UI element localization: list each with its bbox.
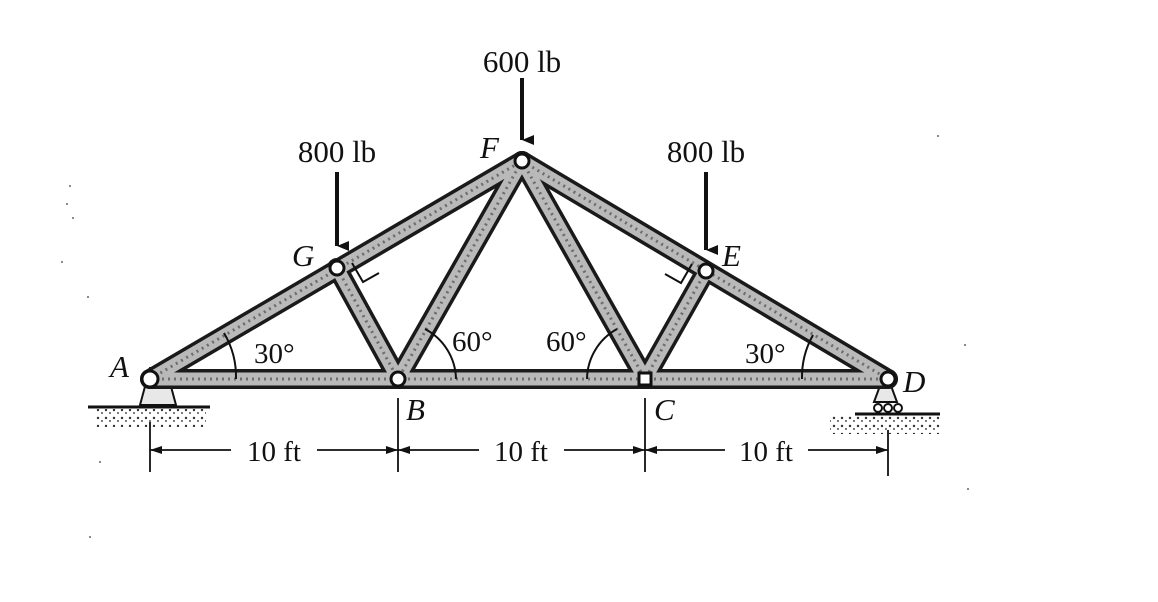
angle-arc-c (586, 328, 618, 380)
node-label-e: E (721, 238, 741, 273)
node-label-d: D (902, 364, 925, 399)
support-d (830, 382, 940, 434)
node-label-a: A (108, 349, 130, 384)
joint-g (328, 259, 346, 277)
joint-e (697, 262, 715, 280)
joint-b (389, 370, 407, 388)
dimension-label-ab: 10 ft (247, 436, 301, 468)
node-label-b: B (406, 392, 425, 427)
angle-arc-b (424, 328, 457, 380)
angle-label-b: 60° (452, 326, 493, 358)
dimension-label-bc: 10 ft (494, 436, 548, 468)
angle-arc-a (223, 332, 238, 380)
dimension-label-cd: 10 ft (739, 436, 793, 468)
joint-d (879, 370, 897, 388)
right-angle-mark-g (351, 262, 380, 284)
node-label-f: F (479, 130, 500, 165)
load-label-right: 800 lb (667, 134, 745, 169)
joint-a (140, 369, 160, 389)
angle-arc-d (800, 334, 814, 380)
angle-label-c: 60° (546, 326, 587, 358)
load-label-left: 800 lb (298, 134, 376, 169)
right-angle-mark-e (664, 263, 693, 285)
joint-c (637, 371, 653, 387)
joint-f (513, 152, 531, 170)
node-label-c: C (654, 392, 675, 427)
load-label-top: 600 lb (483, 44, 561, 79)
angle-label-d: 30° (745, 338, 786, 370)
joints (140, 152, 897, 389)
dimension-lines (149, 398, 889, 476)
angle-label-a: 30° (254, 338, 295, 370)
scan-noise (61, 135, 969, 538)
node-label-g: G (292, 238, 314, 273)
